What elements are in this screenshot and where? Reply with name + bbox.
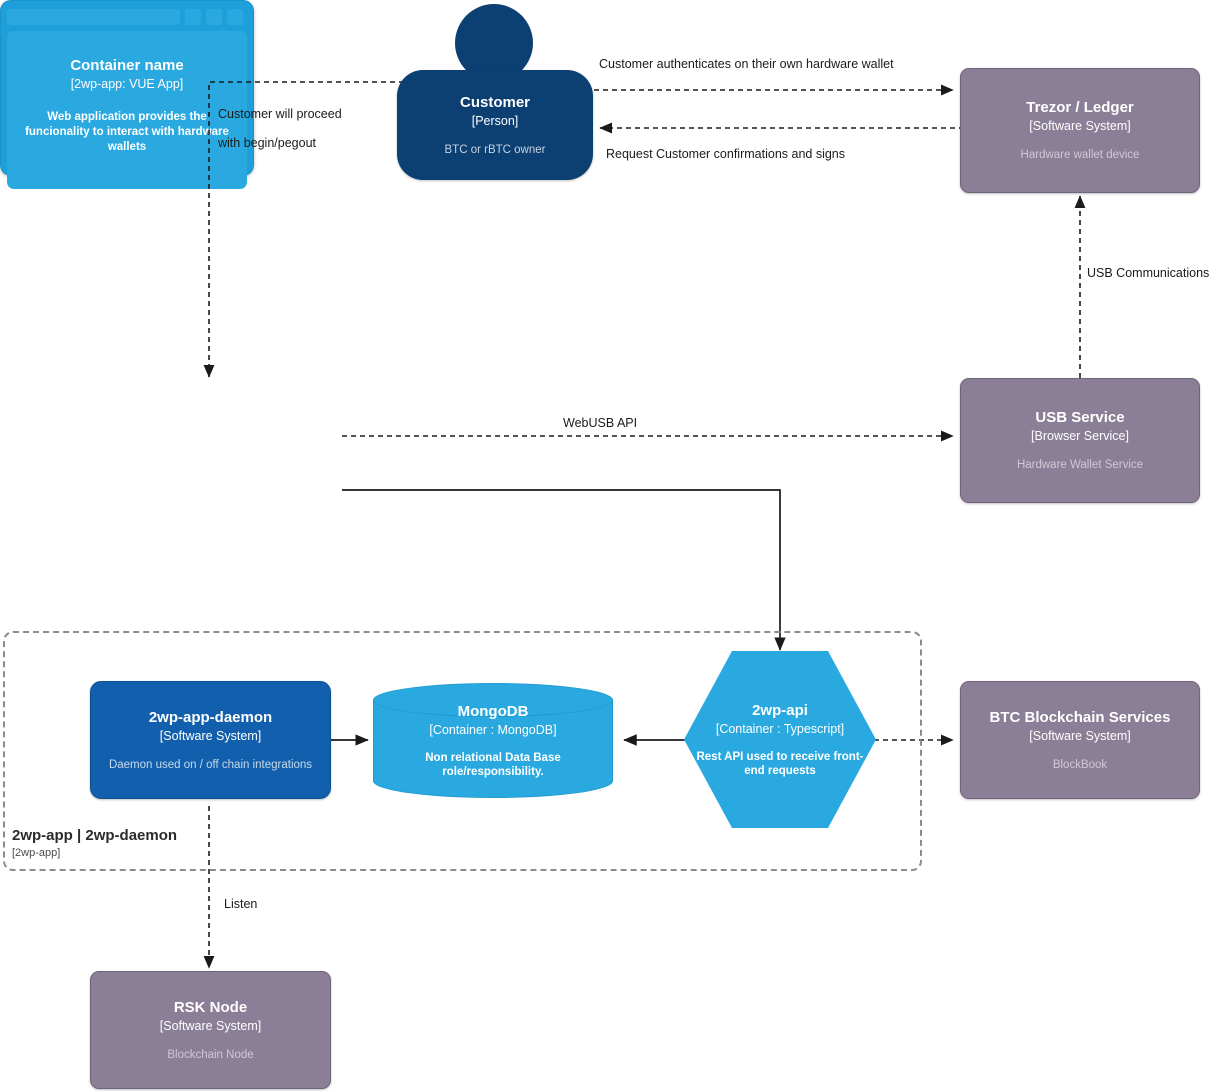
boundary-2wp-app bbox=[3, 631, 922, 871]
customer-title: Customer bbox=[459, 93, 530, 111]
2wp-api-description: Rest API used to receive front-end reque… bbox=[696, 750, 864, 777]
daemon-tech: [Software System] bbox=[159, 728, 262, 743]
usb-service-description: Hardware Wallet Service bbox=[1016, 459, 1144, 471]
node-container-name[interactable]: Container name [2wp-app: VUE App] Web ap… bbox=[0, 0, 254, 189]
container-name-tech: [2wp-app: VUE App] bbox=[70, 77, 184, 91]
node-mongodb[interactable]: MongoDB [Container : MongoDB] Non relati… bbox=[373, 683, 613, 798]
2wp-api-tech: [Container : Typescript] bbox=[715, 721, 845, 736]
2wp-api-text: 2wp-api [Container : Typescript] Rest AP… bbox=[684, 651, 876, 828]
edge-customer-to-container bbox=[203, 81, 404, 378]
edge-label-customer-to-container-line1: Customer will proceed bbox=[218, 107, 342, 121]
container-name-title: Container name bbox=[70, 57, 184, 74]
edge-label-customer-to-container-line2: with begin/pegout bbox=[218, 136, 316, 150]
btc-blockchain-tech: [Software System] bbox=[1029, 728, 1131, 743]
usb-service-tech: [Browser Service] bbox=[1031, 429, 1129, 443]
node-trezor-ledger[interactable]: Trezor / Ledger [Software System] Hardwa… bbox=[960, 68, 1200, 193]
browser-button-icon-3[interactable] bbox=[227, 9, 243, 25]
btc-blockchain-title: BTC Blockchain Services bbox=[989, 708, 1171, 726]
hexagon-shape bbox=[684, 651, 876, 828]
edge-label-usb-communications: USB Communications bbox=[1087, 266, 1210, 280]
edge-container-to-2wp-api bbox=[342, 489, 786, 651]
customer-tech: [Person] bbox=[471, 113, 519, 128]
customer-head-icon bbox=[455, 4, 533, 82]
btc-blockchain-description: BlockBook bbox=[1052, 758, 1108, 771]
node-usb-service[interactable]: USB Service [Browser Service] Hardware W… bbox=[960, 378, 1200, 503]
browser-button-icon-1[interactable] bbox=[185, 9, 201, 25]
browser-url-bar[interactable] bbox=[7, 9, 180, 25]
rsk-node-title: RSK Node bbox=[173, 998, 248, 1016]
container-name-description: Web application provides the funcionalit… bbox=[25, 111, 229, 153]
edge-label-customer-to-trezor: Customer authenticates on their own hard… bbox=[599, 57, 894, 71]
cylinder-top bbox=[373, 683, 613, 717]
trezor-ledger-tech: [Software System] bbox=[1029, 119, 1131, 133]
node-btc-blockchain-services[interactable]: BTC Blockchain Services [Software System… bbox=[960, 681, 1200, 799]
rsk-node-tech: [Software System] bbox=[159, 1018, 262, 1033]
node-2wp-app-daemon[interactable]: 2wp-app-daemon [Software System] Daemon … bbox=[90, 681, 331, 799]
boundary-label: 2wp-app | 2wp-daemon [2wp-app] bbox=[12, 826, 272, 860]
browser-title-bar bbox=[7, 7, 247, 27]
daemon-description: Daemon used on / off chain integrations bbox=[108, 758, 313, 771]
browser-content: Container name [2wp-app: VUE App] Web ap… bbox=[7, 31, 247, 189]
browser-button-icon-2[interactable] bbox=[206, 9, 222, 25]
boundary-tech: [2wp-app] bbox=[12, 847, 61, 859]
trezor-ledger-title: Trezor / Ledger bbox=[1026, 99, 1134, 116]
boundary-name: 2wp-app | 2wp-daemon bbox=[12, 827, 178, 844]
trezor-ledger-description: Hardware wallet device bbox=[1020, 149, 1140, 161]
2wp-api-title: 2wp-api bbox=[752, 701, 808, 719]
mongodb-tech: [Container : MongoDB] bbox=[429, 722, 557, 737]
customer-description: BTC or rBTC owner bbox=[444, 143, 546, 156]
node-customer[interactable]: Customer [Person] BTC or rBTC owner bbox=[397, 70, 593, 180]
daemon-title: 2wp-app-daemon bbox=[148, 708, 273, 726]
mongodb-description: Non relational Data Base role/responsibi… bbox=[425, 751, 561, 778]
mongodb-title: MongoDB bbox=[457, 702, 529, 720]
edge-label-container-to-usb-service: WebUSB API bbox=[563, 416, 638, 430]
node-rsk-node[interactable]: RSK Node [Software System] Blockchain No… bbox=[90, 971, 331, 1089]
usb-service-title: USB Service bbox=[1035, 409, 1125, 426]
rsk-node-description: Blockchain Node bbox=[167, 1048, 254, 1061]
edge-label-trezor-to-customer: Request Customer confirmations and signs bbox=[606, 147, 846, 161]
mongodb-text: MongoDB [Container : MongoDB] Non relati… bbox=[373, 683, 613, 798]
node-2wp-api[interactable]: 2wp-api [Container : Typescript] Rest AP… bbox=[684, 651, 876, 828]
edge-label-listen: Listen bbox=[224, 897, 258, 911]
